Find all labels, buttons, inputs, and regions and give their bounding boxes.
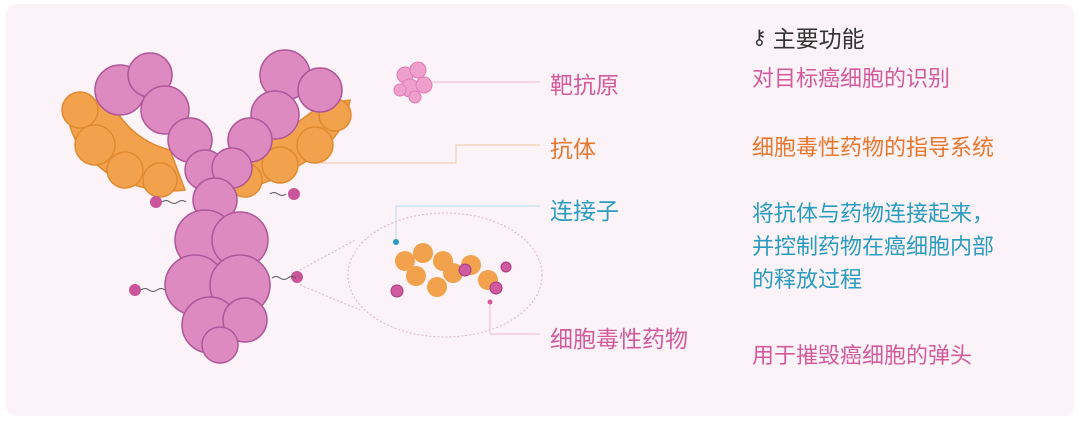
leader-lines bbox=[320, 81, 540, 335]
zoom-ellipse bbox=[347, 212, 543, 338]
function-linker-line: 的释放过程 bbox=[752, 268, 863, 293]
function-antibody: 细胞毒性药物的指导系统 bbox=[752, 136, 995, 161]
label-antibody: 抗体 bbox=[550, 137, 596, 163]
label-antigen: 靶抗原 bbox=[550, 73, 619, 99]
antibody-light-chains bbox=[61, 91, 352, 198]
functions-heading: ⚷ 主要功能 bbox=[752, 20, 865, 54]
linker-squiggles bbox=[140, 192, 297, 292]
key-icon: ⚷ bbox=[752, 25, 767, 49]
function-linker-line: 并控制药物在癌细胞内部 bbox=[752, 235, 995, 260]
drug-molecules bbox=[395, 243, 498, 297]
attached-drugs bbox=[129, 188, 303, 296]
antibody-heavy-chains bbox=[94, 49, 343, 364]
label-cytotoxic-drug: 细胞毒性药物 bbox=[550, 327, 688, 353]
diagram-card bbox=[6, 4, 1074, 416]
antigen-icon bbox=[393, 61, 433, 104]
function-cytotoxic-drug: 用于摧毁癌细胞的弹头 bbox=[752, 344, 973, 369]
function-antigen: 对目标癌细胞的识别 bbox=[752, 67, 951, 92]
function-linker-line: 将抗体与药物连接起来， bbox=[752, 202, 995, 227]
function-linker: 将抗体与药物连接起来， 并控制药物在癌细胞内部 的释放过程 bbox=[752, 198, 994, 297]
functions-title: 主要功能 bbox=[772, 27, 865, 53]
label-linker: 连接子 bbox=[550, 199, 619, 225]
